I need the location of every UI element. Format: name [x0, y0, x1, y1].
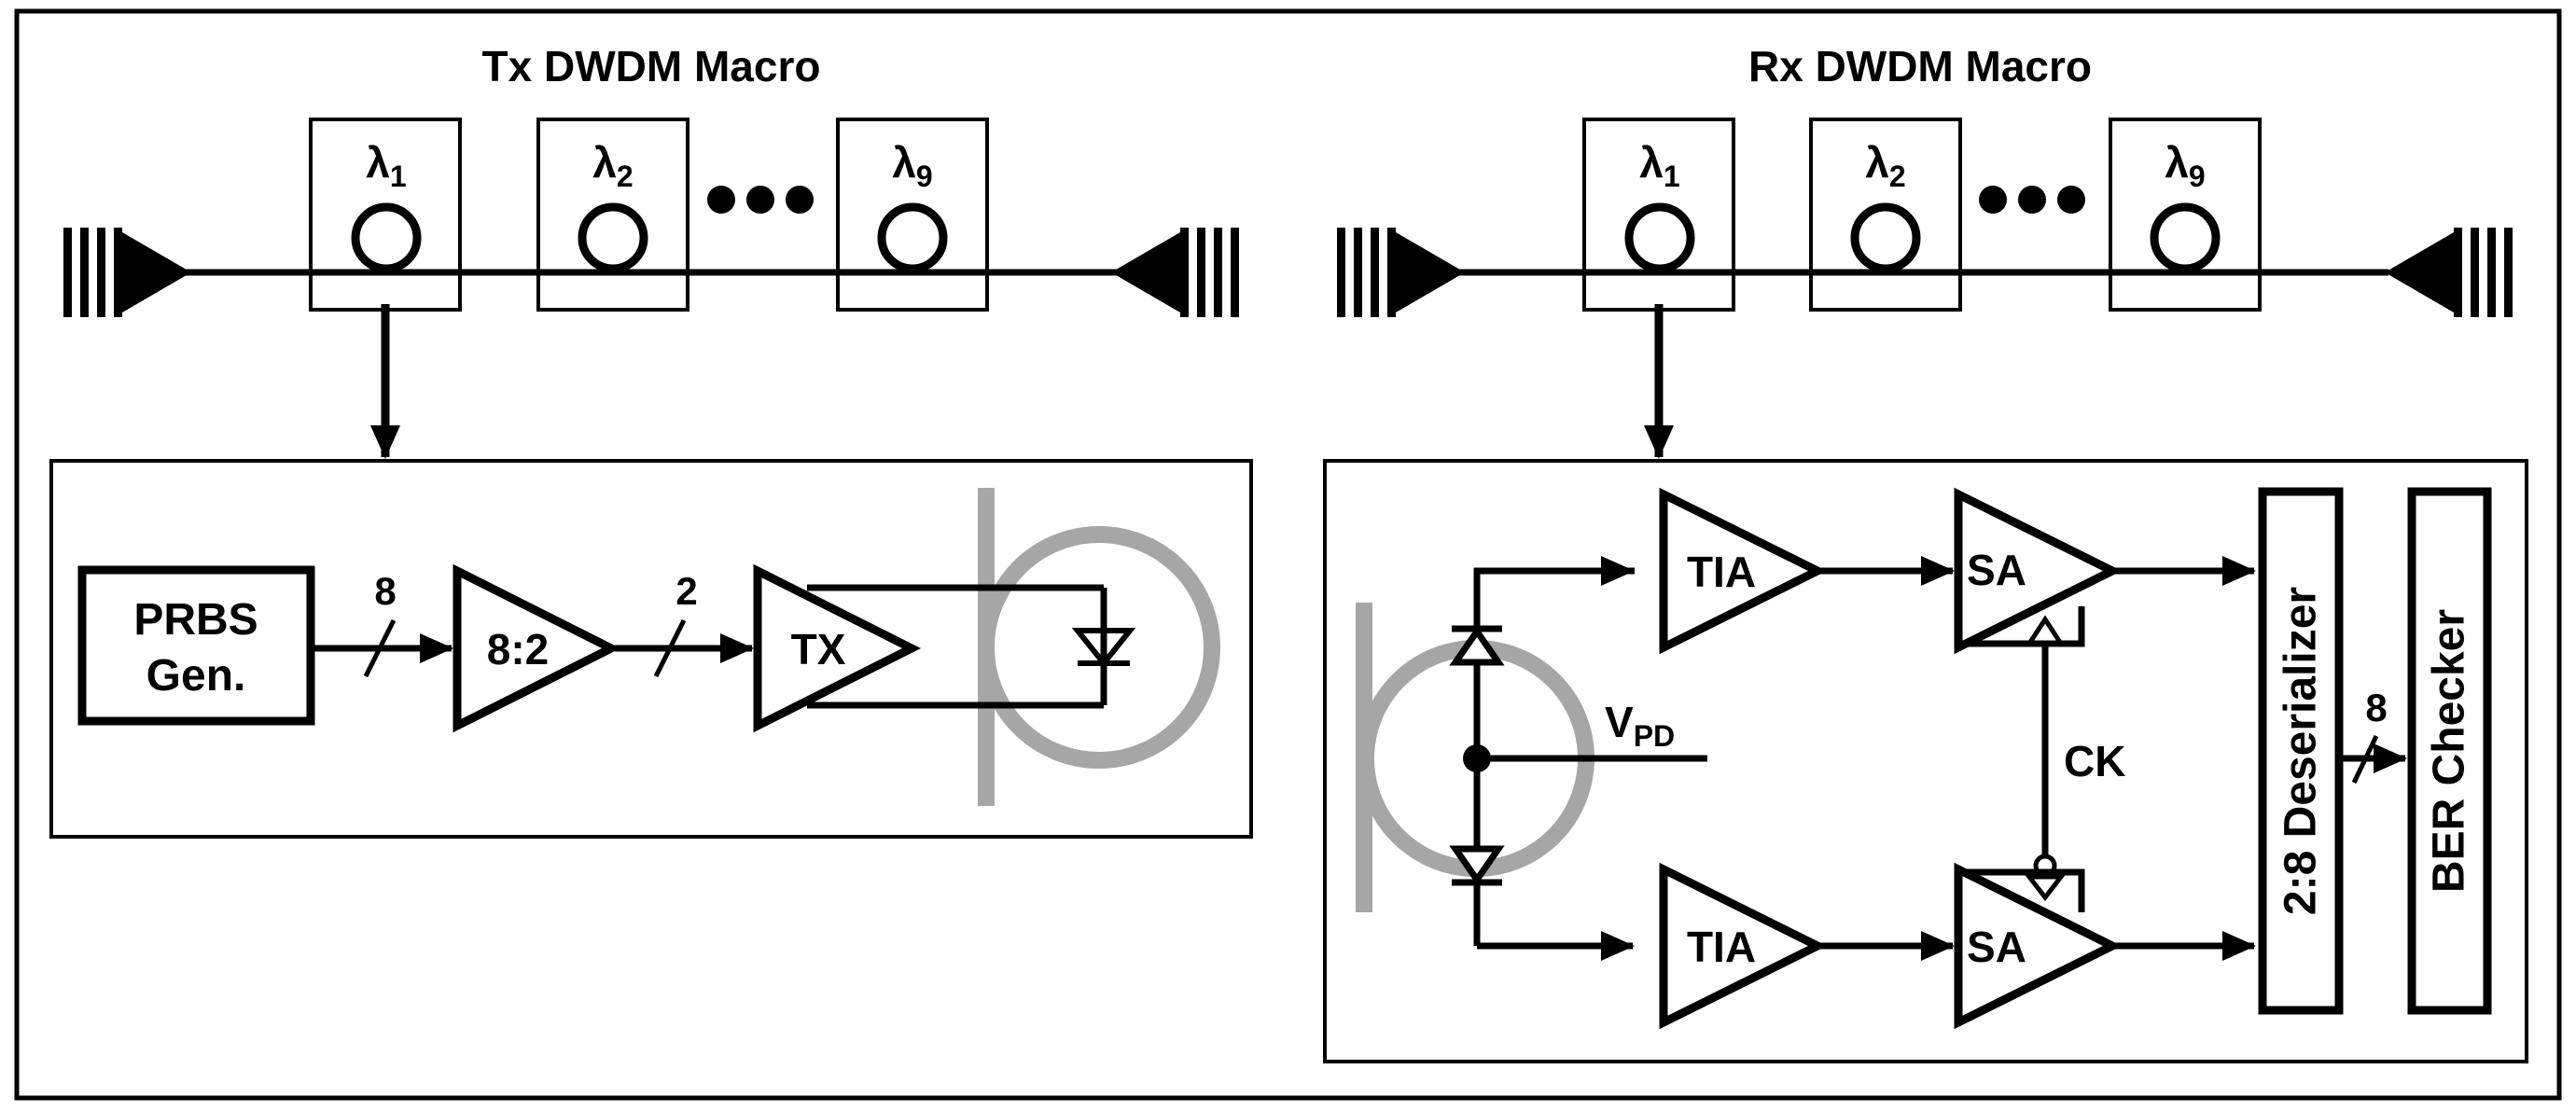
tx-ellipsis-dots [707, 186, 814, 214]
ber-checker-label: BER Checker [2425, 609, 2474, 893]
sense-amp-top: SA [1954, 487, 2123, 655]
tx-modulator-diode [1071, 628, 1136, 668]
tx-ring2-label: λ2 [592, 138, 633, 193]
rx-ring2-label: λ2 [1865, 138, 1905, 193]
rx-ring9-label: λ9 [2165, 138, 2205, 193]
tx-ring-lambda1: λ1 [309, 118, 462, 312]
sa-top-label: SA [1967, 546, 2026, 594]
rx-macro-title: Rx DWDM Macro [1748, 42, 2092, 90]
tia-bottom: TIA [1659, 862, 1828, 1030]
tx-bus-8-slash [363, 618, 397, 678]
serializer-label: 8:2 [487, 625, 549, 674]
tx-right-grating-coupler [1111, 228, 1239, 317]
rx-ring-lambda2: λ2 [1809, 118, 1962, 312]
tx-ring-lambda2: λ2 [536, 118, 689, 312]
rx-left-grating-coupler [1337, 228, 1465, 317]
tia-top-label: TIA [1687, 548, 1756, 596]
tia-top: TIA [1659, 487, 1828, 655]
tx-left-grating-coupler [63, 228, 191, 317]
rx-photodiode-top [1449, 625, 1505, 666]
rx-detail-box [1323, 459, 2528, 1063]
rx-ring-lambda1: λ1 [1582, 118, 1735, 312]
tx-modulator-ring [978, 488, 1220, 806]
rx-bus-8-width: 8 [2365, 686, 2387, 729]
rx-bus-8-slash [2351, 734, 2379, 785]
clock-label: CK [2064, 737, 2125, 785]
tx-bus-8-width: 8 [374, 569, 396, 613]
rx-ring1-label: λ1 [1639, 138, 1679, 193]
serializer-8to2: 8:2 [453, 563, 621, 733]
deserializer-2to8: 2:8 Deserializer [2258, 487, 2344, 1015]
sense-amp-bottom: SA [1954, 862, 2123, 1030]
rx-right-grating-coupler [2385, 228, 2513, 317]
deserializer-label: 2:8 Deserializer [2277, 587, 2326, 915]
tx-macro-title: Tx DWDM Macro [482, 42, 821, 90]
prbs-label-line2: Gen. [146, 651, 246, 701]
tx-ring-lambda9: λ9 [836, 118, 989, 312]
sa-bottom-label: SA [1967, 923, 2026, 971]
vpd-label: VPD [1605, 698, 1675, 753]
tx-detail-box [49, 459, 1253, 839]
tx-ring9-label: λ9 [892, 138, 932, 193]
tx-bus-2-slash [653, 618, 687, 678]
tx-driver-label: TX [791, 625, 846, 674]
tx-driver: TX [753, 563, 1107, 733]
rx-ring-lambda9: λ9 [2109, 118, 2262, 312]
outer-frame [14, 8, 2562, 1101]
prbs-generator-block: PRBS Gen. [77, 565, 315, 726]
tx-macro: Tx DWDM Macro λ1 λ2 [49, 42, 1253, 839]
tx-ring1-label: λ1 [366, 138, 406, 193]
rx-ellipsis-dots [1979, 186, 2085, 214]
tx-bus-2-width: 2 [675, 569, 697, 613]
prbs-label-line1: PRBS [133, 595, 258, 645]
rx-photodiode-bottom [1449, 845, 1505, 886]
clock-wiring [1958, 606, 2085, 912]
tia-bottom-label: TIA [1687, 923, 1756, 971]
rx-macro: Rx DWDM Macro λ1 λ2 [1323, 42, 2528, 1063]
ber-checker: BER Checker [2407, 487, 2492, 1015]
